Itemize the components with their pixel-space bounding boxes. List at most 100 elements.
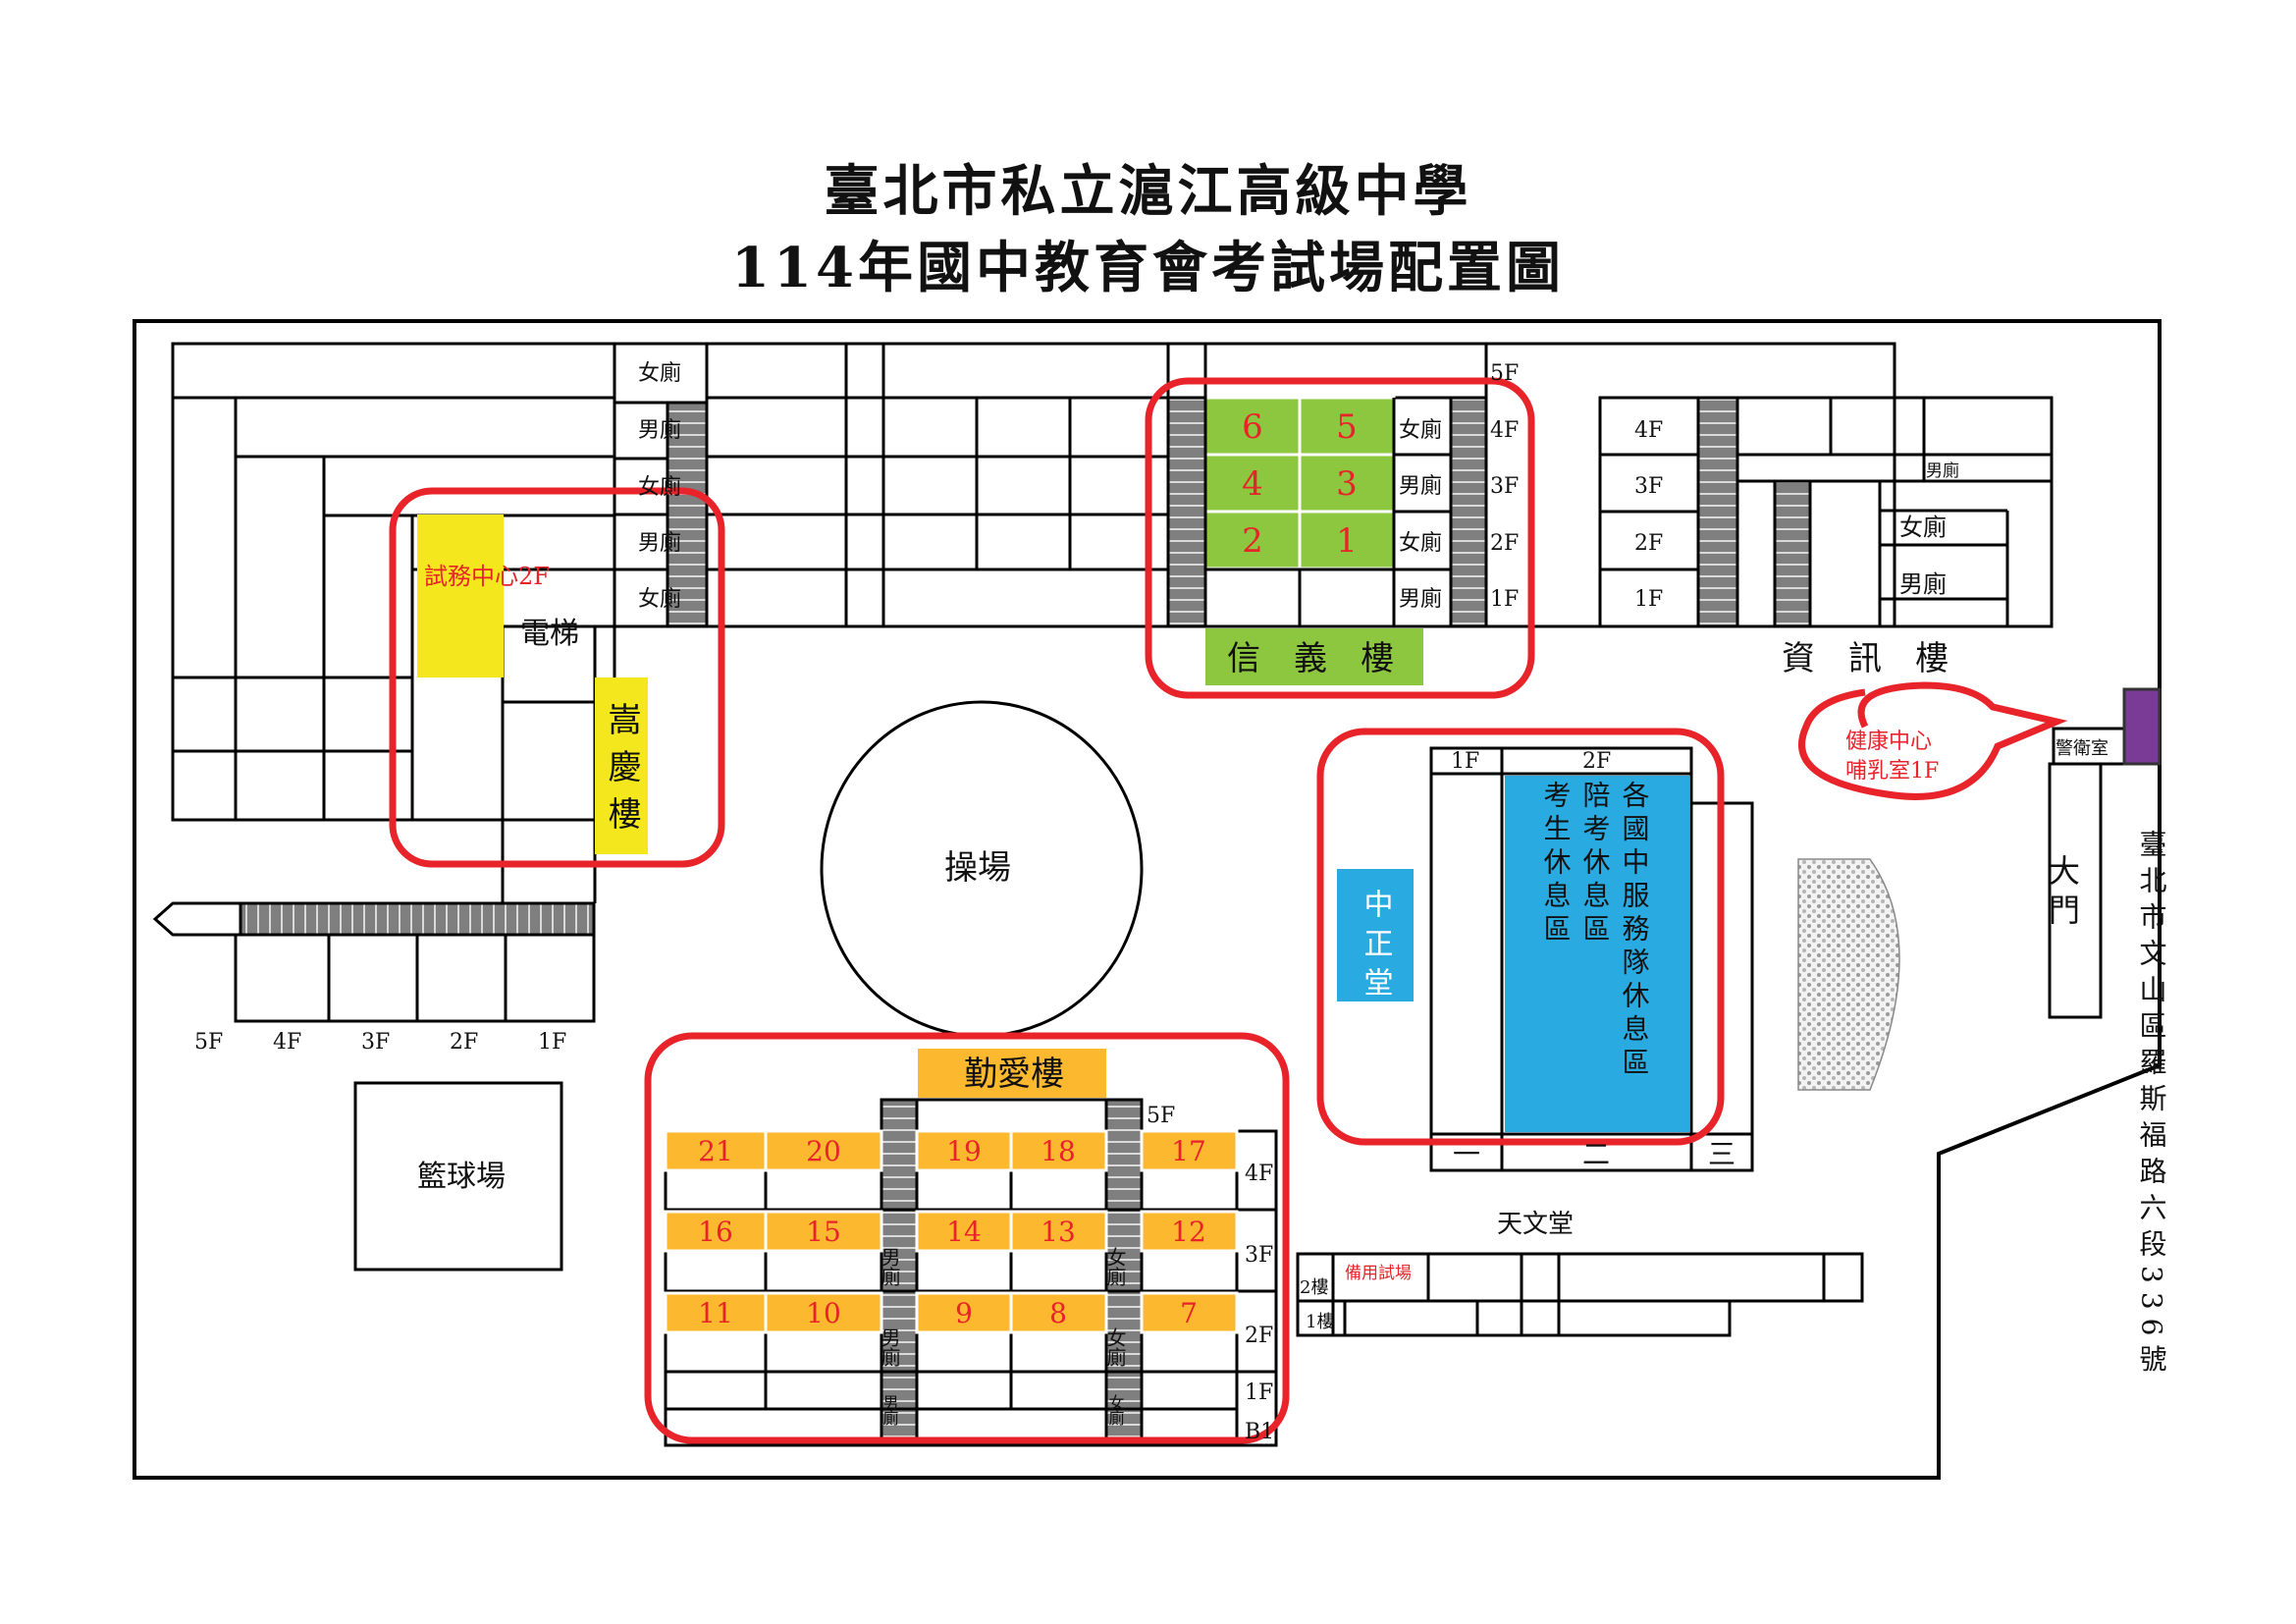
xinyi-floor-1f: 1F xyxy=(1490,587,1519,612)
qinai-room-10: 10 xyxy=(806,1297,841,1329)
qinai-floor-b1: B1 xyxy=(1245,1420,1274,1444)
qinai-room-17: 17 xyxy=(1171,1135,1206,1167)
backup-room-label: 備用試場 xyxy=(1345,1264,1412,1283)
guard-room-label: 警衛室 xyxy=(2056,738,2109,759)
hall-1f-label: 1F xyxy=(1451,749,1479,774)
elevator-label: 電梯 xyxy=(520,617,579,651)
xinyi-room-1: 1 xyxy=(1336,521,1358,561)
xinyi-restroom-1f: 男廁 xyxy=(1399,587,1442,612)
info-floor-1f: 1F xyxy=(1634,587,1663,612)
rest-area-service-label: 各國中服務隊休息區 xyxy=(1619,781,1651,1081)
songqing-floor-5f: 5F xyxy=(194,1030,223,1055)
qinai-floor-2f: 2F xyxy=(1245,1324,1273,1348)
qinai-label: 勤愛樓 xyxy=(964,1055,1064,1094)
songqing-floor-2f: 2F xyxy=(450,1030,478,1055)
hall-2f-label: 2F xyxy=(1582,749,1611,774)
exam-office-box xyxy=(417,514,504,677)
xinyi-floor-2f: 2F xyxy=(1490,531,1519,556)
xinyi-restroom-2f: 女廁 xyxy=(1399,531,1442,556)
qinai-room-19: 19 xyxy=(946,1135,982,1167)
songqing-restroom-2: 男廁 xyxy=(638,418,681,443)
info-stairs-2 xyxy=(1773,479,1812,628)
exam-office-label: 試務中心2F xyxy=(424,563,550,590)
qinai-room-11: 11 xyxy=(698,1297,733,1329)
qinai-restroom-3f-left: 男廁 xyxy=(878,1247,901,1287)
hall-one-label: 一 xyxy=(1453,1138,1480,1170)
qinai-restroom-1f-left: 男廁 xyxy=(881,1394,899,1427)
info-floor-3f: 3F xyxy=(1634,474,1663,499)
songqing-corridor-stairs xyxy=(239,901,596,937)
astronomy-building xyxy=(1296,1252,1864,1337)
qinai-restroom-2f-right: 女廁 xyxy=(1103,1327,1127,1368)
guard-room-purple xyxy=(2122,687,2162,766)
info-floor-4f: 4F xyxy=(1634,418,1663,443)
songqing-restroom-5: 女廁 xyxy=(638,587,681,612)
basketball-court xyxy=(353,1081,563,1272)
map-title-line2: 114年國中教育會考試場配置圖 xyxy=(731,236,1565,300)
songqing-restroom-4: 男廁 xyxy=(638,531,681,556)
xinyi-room-grid xyxy=(1203,396,1396,570)
basketball-label: 籃球場 xyxy=(417,1160,506,1194)
address-label: 臺北市文山區羅斯福路六段336號 xyxy=(2136,830,2168,1381)
xinyi-floor-4f: 4F xyxy=(1490,418,1519,443)
qinai-room-13: 13 xyxy=(1041,1216,1076,1248)
campus-boundary xyxy=(133,319,2162,1480)
zhongzheng-label: 中正堂 xyxy=(1359,889,1393,1006)
songqing-label-box xyxy=(595,677,648,854)
qinai-room-16: 16 xyxy=(698,1216,733,1248)
qinai-room-21: 21 xyxy=(698,1135,733,1167)
highlight-songqing xyxy=(389,487,725,868)
qinai-room-7: 7 xyxy=(1180,1297,1198,1329)
qinai-room-15: 15 xyxy=(806,1216,841,1248)
qinai-room-14: 14 xyxy=(946,1216,982,1248)
qinai-restroom-1f-right: 女廁 xyxy=(1106,1393,1125,1427)
main-gate xyxy=(2048,762,2103,1019)
xinyi-room-5: 5 xyxy=(1336,407,1358,447)
qinai-room-9: 9 xyxy=(955,1297,973,1329)
songqing-floor-4f: 4F xyxy=(273,1030,301,1055)
highlight-xinyi xyxy=(1145,377,1535,699)
zhongzheng-label-box xyxy=(1337,869,1414,1001)
info-building xyxy=(1598,396,2054,628)
qinai-room-8: 8 xyxy=(1049,1297,1067,1329)
zhongzheng-hall xyxy=(1429,746,1754,1172)
astronomy-floor-2: 2樓 xyxy=(1300,1277,1328,1298)
songqing-floor-1f: 1F xyxy=(538,1030,566,1055)
nursing-room-label: 哺乳室1F xyxy=(1845,759,1939,784)
xinyi-room-2: 2 xyxy=(1242,521,1263,561)
qinai-floor-4f: 4F xyxy=(1245,1162,1273,1186)
rest-area-students-label: 考生休息區 xyxy=(1540,781,1573,947)
xinyi-left-stairs xyxy=(1166,396,1207,628)
hall-three-label: 三 xyxy=(1708,1138,1735,1170)
qinai-floor-5f: 5F xyxy=(1147,1104,1175,1128)
astronomy-label: 天文堂 xyxy=(1497,1210,1574,1239)
songqing-floor-3f: 3F xyxy=(361,1030,390,1055)
xinyi-label: 信 義 樓 xyxy=(1227,639,1394,678)
highlight-qinai xyxy=(644,1032,1290,1444)
highlight-health-center xyxy=(1798,681,2068,800)
xinyi-floor-5f: 5F xyxy=(1490,361,1519,386)
info-building-label: 資 訊 樓 xyxy=(1782,639,1949,678)
qinai-room-18: 18 xyxy=(1041,1135,1076,1167)
info-restroom-1: 男廁 xyxy=(1926,460,1959,481)
xinyi-label-box xyxy=(1205,628,1423,685)
qinai-room-grid xyxy=(664,1129,1239,1334)
songqing-restroom-3: 女廁 xyxy=(638,475,681,500)
rest-area-blue xyxy=(1505,776,1689,1132)
qinai-restroom-3f-right: 女廁 xyxy=(1103,1247,1127,1287)
xinyi-room-3: 3 xyxy=(1336,464,1358,504)
map-title-line1: 臺北市私立滬江高級中學 xyxy=(824,159,1472,224)
qinai-floor-3f: 3F xyxy=(1245,1243,1273,1268)
rest-area-companions-label: 陪考休息區 xyxy=(1579,781,1612,947)
info-floor-2f: 2F xyxy=(1634,531,1663,556)
xinyi-restroom-3f: 男廁 xyxy=(1399,474,1442,499)
main-gate-label: 大門 xyxy=(2044,854,2081,933)
songqing-walkway-arrow xyxy=(152,901,242,937)
playground-label: 操場 xyxy=(944,848,1011,888)
info-restroom-3: 男廁 xyxy=(1899,570,1947,598)
astronomy-floor-1: 1樓 xyxy=(1306,1312,1334,1332)
songqing-stairs xyxy=(666,401,709,628)
qinai-restroom-2f-left: 男廁 xyxy=(878,1327,901,1368)
qinai-label-box xyxy=(918,1049,1106,1098)
